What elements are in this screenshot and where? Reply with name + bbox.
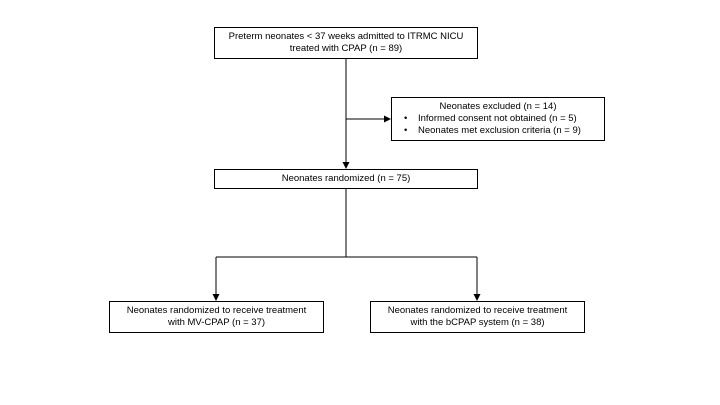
excluded-list: • Informed consent not obtained (n = 5) …	[396, 113, 581, 137]
bullet-icon: •	[404, 125, 408, 136]
bcpap-line2: with the bCPAP system (n = 38)	[410, 317, 545, 328]
excluded-item-criteria: Neonates met exclusion criteria (n = 9)	[418, 125, 581, 136]
bcpap-line1: Neonates randomized to receive treatment	[387, 305, 568, 316]
randomized-box: Neonates randomized (n = 75)	[214, 169, 478, 189]
bullet-icon: •	[404, 113, 408, 124]
mvcpap-line1: Neonates randomized to receive treatment	[126, 305, 307, 316]
randomized-label: Neonates randomized (n = 75)	[281, 173, 411, 184]
bcpap-arm-box: Neonates randomized to receive treatment…	[370, 301, 585, 333]
excluded-title: Neonates excluded (n = 14)	[439, 101, 557, 112]
excluded-box: Neonates excluded (n = 14) • Informed co…	[391, 97, 605, 141]
mvcpap-line2: with MV-CPAP (n = 37)	[167, 317, 266, 328]
list-item: • Informed consent not obtained (n = 5)	[404, 113, 581, 125]
enrolled-line1: Preterm neonates < 37 weeks admitted to …	[228, 31, 464, 42]
excluded-item-consent: Informed consent not obtained (n = 5)	[418, 113, 577, 124]
enrolled-box: Preterm neonates < 37 weeks admitted to …	[214, 27, 478, 59]
list-item: • Neonates met exclusion criteria (n = 9…	[404, 125, 581, 137]
enrolled-line2: treated with CPAP (n = 89)	[289, 43, 403, 54]
mvcpap-arm-box: Neonates randomized to receive treatment…	[109, 301, 324, 333]
